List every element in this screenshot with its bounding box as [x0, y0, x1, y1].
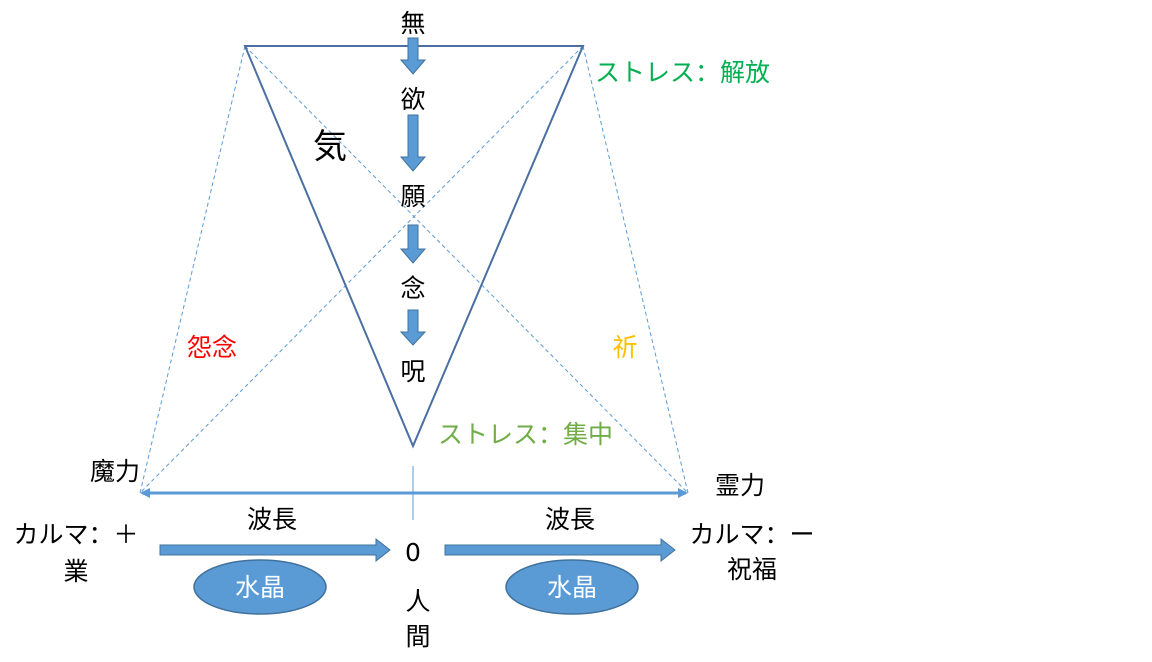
crystal-left-label: 水晶: [235, 573, 285, 602]
label-spirit-power: 霊力: [715, 471, 765, 500]
crystal-right-label: 水晶: [547, 573, 597, 602]
label-curse: 呪: [400, 357, 425, 386]
dashed-left-edge: [139, 45, 246, 494]
label-human-2: 間: [405, 622, 430, 651]
label-wavelength-left: 波長: [247, 505, 297, 534]
right-arrow-right: [444, 537, 676, 563]
label-karma-minus-sub: 祝福: [727, 555, 777, 584]
label-thought: 念: [400, 274, 425, 303]
label-karma-plus: カルマ：＋: [13, 520, 138, 549]
label-magic-power: 魔力: [90, 457, 140, 486]
label-ki: 気: [313, 127, 347, 167]
label-zero: 0: [405, 538, 421, 567]
down-arrow-4: [399, 309, 427, 346]
label-stress-release: ストレス：解放: [595, 58, 770, 87]
label-nothing: 無: [400, 9, 425, 38]
label-karma-minus: カルマ：ー: [689, 520, 814, 549]
label-stress-focus: ストレス：集中: [438, 420, 613, 449]
label-human-1: 人: [405, 587, 430, 616]
crystal-left-ellipse: [193, 559, 327, 615]
down-arrow-1: [399, 37, 427, 75]
label-wavelength-right: 波長: [545, 505, 595, 534]
down-arrow-3: [399, 224, 427, 264]
label-prayer: 祈: [612, 333, 637, 362]
right-arrow-left: [159, 537, 391, 563]
down-arrow-2: [399, 114, 427, 172]
label-karma-plus-sub: 業: [63, 557, 88, 586]
label-desire: 欲: [400, 85, 425, 114]
crystal-right-ellipse: [505, 559, 639, 615]
label-grudge: 怨念: [187, 333, 237, 362]
label-wish: 願: [400, 182, 425, 211]
